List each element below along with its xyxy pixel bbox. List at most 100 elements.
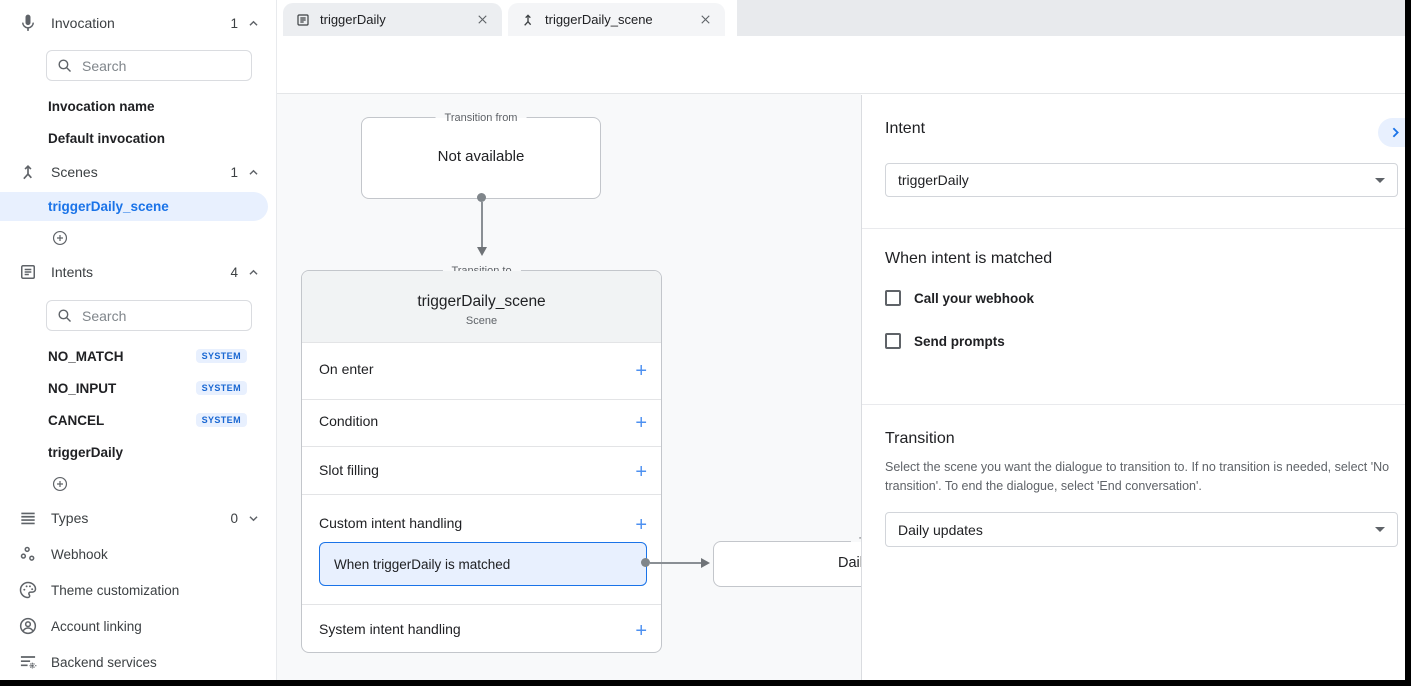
- transition-target-box[interactable]: Transition to Daily updates: [713, 534, 861, 587]
- webhook-icon: [18, 544, 38, 564]
- scene-row-on-enter: On enter +: [302, 342, 661, 399]
- add-icon[interactable]: +: [635, 412, 647, 434]
- add-icon[interactable]: +: [635, 620, 647, 642]
- sidebar-item-triggerdaily-scene[interactable]: triggerDaily_scene: [0, 192, 268, 221]
- add-intent-icon[interactable]: [51, 475, 69, 493]
- intent-select[interactable]: triggerDaily: [885, 163, 1398, 197]
- backend-services-icon: [18, 652, 38, 672]
- sidebar-section-label: Types: [51, 510, 89, 526]
- tab-triggerdaily[interactable]: triggerDaily: [283, 3, 502, 36]
- sidebar-item-no-input[interactable]: NO_INPUT SYSTEM: [48, 379, 247, 397]
- editor-header: [277, 36, 1405, 94]
- add-icon[interactable]: +: [635, 360, 647, 382]
- scene-icon: [18, 162, 38, 182]
- add-icon[interactable]: +: [635, 514, 647, 536]
- system-badge: SYSTEM: [195, 413, 247, 427]
- system-badge: SYSTEM: [195, 381, 247, 395]
- connector-arrowhead: [477, 247, 487, 256]
- scene-icon: [520, 12, 536, 28]
- chevron-up-icon[interactable]: [245, 15, 262, 32]
- checkbox-unchecked[interactable]: [885, 333, 901, 349]
- sidebar-item-backend-services[interactable]: Backend services: [0, 650, 262, 674]
- transition-heading: Transition: [885, 430, 955, 447]
- sidebar-section-intents[interactable]: Intents 4: [0, 258, 262, 286]
- scene-row-condition: Condition +: [302, 399, 661, 446]
- scene-card-title: triggerDaily_scene: [417, 293, 546, 310]
- sidebar-item-default-invocation[interactable]: Default invocation: [48, 131, 166, 146]
- sidebar-item-cancel[interactable]: CANCEL SYSTEM: [48, 411, 247, 429]
- add-scene-icon[interactable]: [51, 229, 69, 247]
- sidebar-section-types[interactable]: Types 0: [0, 504, 262, 532]
- scene-card-subtitle: Scene: [465, 315, 498, 327]
- transition-select[interactable]: Daily updates: [885, 512, 1398, 547]
- call-webhook-checkbox-row[interactable]: Call your webhook: [885, 290, 1034, 306]
- section-count: 4: [230, 264, 238, 280]
- account-circle-icon: [18, 616, 38, 636]
- dropdown-caret-icon: [1375, 177, 1385, 183]
- intent-detail-panel: Intent triggerDaily When intent is match…: [861, 95, 1411, 680]
- add-icon[interactable]: +: [635, 461, 647, 483]
- scene-row-system-intent-handling: System intent handling +: [302, 604, 661, 653]
- article-icon: [18, 262, 38, 282]
- send-prompts-checkbox-row[interactable]: Send prompts: [885, 333, 1005, 349]
- sidebar-item-no-match[interactable]: NO_MATCH SYSTEM: [48, 347, 247, 365]
- divider: [862, 404, 1411, 405]
- divider: [862, 228, 1411, 229]
- dropdown-caret-icon: [1375, 527, 1385, 532]
- when-intent-matched-heading: When intent is matched: [885, 250, 1053, 267]
- connector-line: [481, 202, 483, 247]
- reorder-icon: [18, 508, 38, 528]
- invocation-search-input[interactable]: [82, 57, 222, 74]
- close-icon[interactable]: [475, 12, 490, 27]
- close-icon[interactable]: [698, 12, 713, 27]
- palette-icon: [18, 580, 38, 600]
- scene-card-header[interactable]: triggerDaily_scene Scene: [302, 271, 661, 342]
- tab-bar-background: [737, 0, 1405, 36]
- connector-arrowhead: [701, 558, 710, 568]
- screen-edge-right: [1405, 0, 1411, 686]
- search-icon: [58, 309, 72, 323]
- section-count: 1: [230, 164, 238, 180]
- sidebar-section-label: Scenes: [51, 164, 98, 180]
- sidebar-item-account-linking[interactable]: Account linking: [0, 614, 262, 638]
- checkbox-unchecked[interactable]: [885, 290, 901, 306]
- intents-search-box[interactable]: [46, 300, 252, 331]
- section-count: 0: [230, 510, 238, 526]
- intents-search-input[interactable]: [82, 307, 222, 324]
- scene-row-custom-intent-handling: Custom intent handling +: [302, 494, 661, 604]
- transition-description: Select the scene you want the dialogue t…: [885, 460, 1390, 493]
- sidebar-item-invocation-name[interactable]: Invocation name: [48, 99, 155, 114]
- sidebar-item-webhook[interactable]: Webhook: [0, 542, 262, 566]
- not-available-text: Not available: [437, 148, 525, 165]
- intent-select-value: triggerDaily: [898, 172, 969, 188]
- matched-intent-item[interactable]: When triggerDaily is matched: [319, 542, 647, 586]
- chevron-down-icon[interactable]: [245, 510, 262, 527]
- sidebar-section-scenes[interactable]: Scenes 1: [0, 158, 262, 186]
- connector-dot[interactable]: [641, 558, 650, 567]
- transition-from-box: Transition from Not available: [361, 110, 601, 199]
- sidebar: Invocation 1 Invocation name Default inv…: [0, 0, 277, 680]
- sidebar-item-triggerdaily[interactable]: triggerDaily: [48, 444, 124, 460]
- tab-triggerdaily-scene[interactable]: triggerDaily_scene: [508, 3, 725, 36]
- sidebar-section-label: Invocation: [51, 15, 115, 31]
- sidebar-section-invocation[interactable]: Invocation 1: [0, 9, 262, 37]
- screen-edge-bottom: [0, 680, 1411, 686]
- connector-dot[interactable]: [477, 193, 486, 202]
- transition-target-text: Daily updates: [838, 555, 861, 571]
- chevron-right-icon: [1392, 127, 1399, 138]
- chevron-up-icon[interactable]: [245, 164, 262, 181]
- sidebar-section-label: Intents: [51, 264, 94, 280]
- transition-from-legend: Transition from: [435, 110, 527, 126]
- connector-line: [650, 562, 701, 564]
- sidebar-item-theme-customization[interactable]: Theme customization: [0, 578, 262, 602]
- article-icon: [295, 12, 311, 28]
- transition-to-legend: Transition to: [851, 534, 861, 550]
- mic-icon: [18, 13, 38, 33]
- chevron-up-icon[interactable]: [245, 264, 262, 281]
- invocation-search-box[interactable]: [46, 50, 252, 81]
- flow-canvas[interactable]: Transition from Not available Transition…: [277, 94, 861, 680]
- transition-select-value: Daily updates: [898, 521, 983, 538]
- scene-row-slot-filling: Slot filling +: [302, 446, 661, 494]
- scene-card: Transition to triggerDaily_scene Scene O…: [301, 263, 662, 653]
